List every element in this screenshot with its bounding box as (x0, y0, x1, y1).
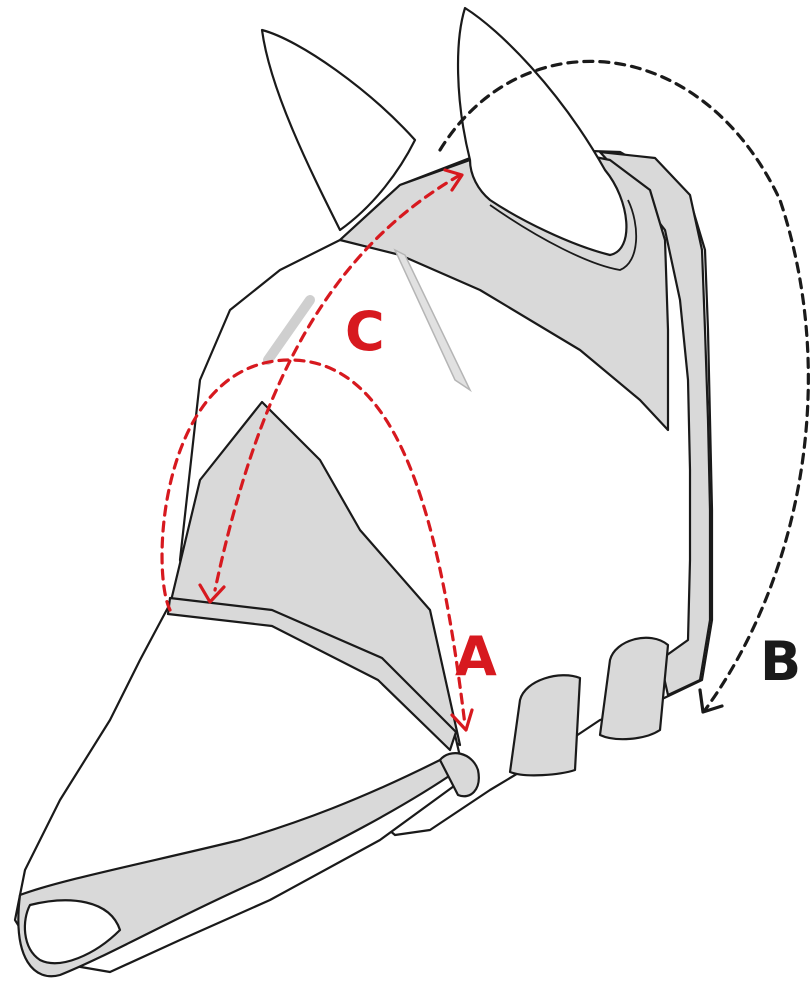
label-c: C (345, 300, 385, 363)
measure-line-c (213, 173, 462, 592)
right-ear (456, 6, 628, 257)
muzzle-rim (166, 596, 458, 752)
left-ear (260, 28, 417, 232)
arrowhead-c-bottom (198, 583, 226, 604)
crease-mark-2 (263, 295, 315, 365)
muzzle-binding (17, 758, 460, 978)
arrowhead-b (698, 688, 724, 714)
chin-pad-1 (508, 674, 582, 777)
muzzle-opening (23, 899, 122, 965)
chin-pad-2 (598, 636, 670, 741)
label-b: B (760, 630, 801, 693)
fleece-trim (598, 150, 712, 697)
measure-line-b (438, 59, 810, 712)
arrowhead-a (450, 708, 474, 732)
ear-seam (489, 199, 638, 271)
measure-line-a (160, 358, 467, 727)
label-a: A (455, 625, 497, 688)
arrowhead-c-top (443, 168, 464, 192)
crease-mark (393, 248, 472, 393)
muzzle-clip (438, 752, 480, 798)
